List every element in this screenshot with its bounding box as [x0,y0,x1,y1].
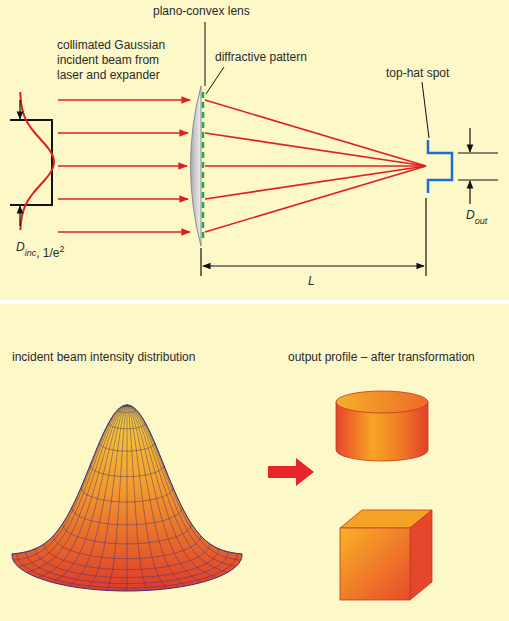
label: output profile – after transformation [288,350,475,365]
dout-dimension [458,128,498,204]
label: D [466,208,475,223]
length-dimension [201,198,426,276]
tophat-cylinder [336,391,428,461]
transform-arrow [268,458,314,486]
panel-divider [0,300,509,304]
label: diffractive pattern [215,50,307,65]
label: collimated Gaussian incident beam from l… [57,38,182,83]
incident-rays [58,100,190,232]
diffractive-pattern [202,92,205,240]
plano-convex-lens [191,86,202,246]
label: D [16,240,25,255]
label: out [475,214,488,229]
focused-rays [205,100,426,232]
tophat-box [340,510,432,600]
label: plano-convex lens [153,4,250,19]
gaussian-mesh [12,405,242,591]
label: inc [25,246,37,261]
label: , 1/e [36,246,59,261]
label: top-hat spot [386,66,449,81]
label: incident beam intensity distribution [12,350,195,365]
label: 2 [60,242,65,257]
top-hat-spot [428,140,452,193]
label: L [308,274,315,289]
incident-profile [10,92,54,230]
